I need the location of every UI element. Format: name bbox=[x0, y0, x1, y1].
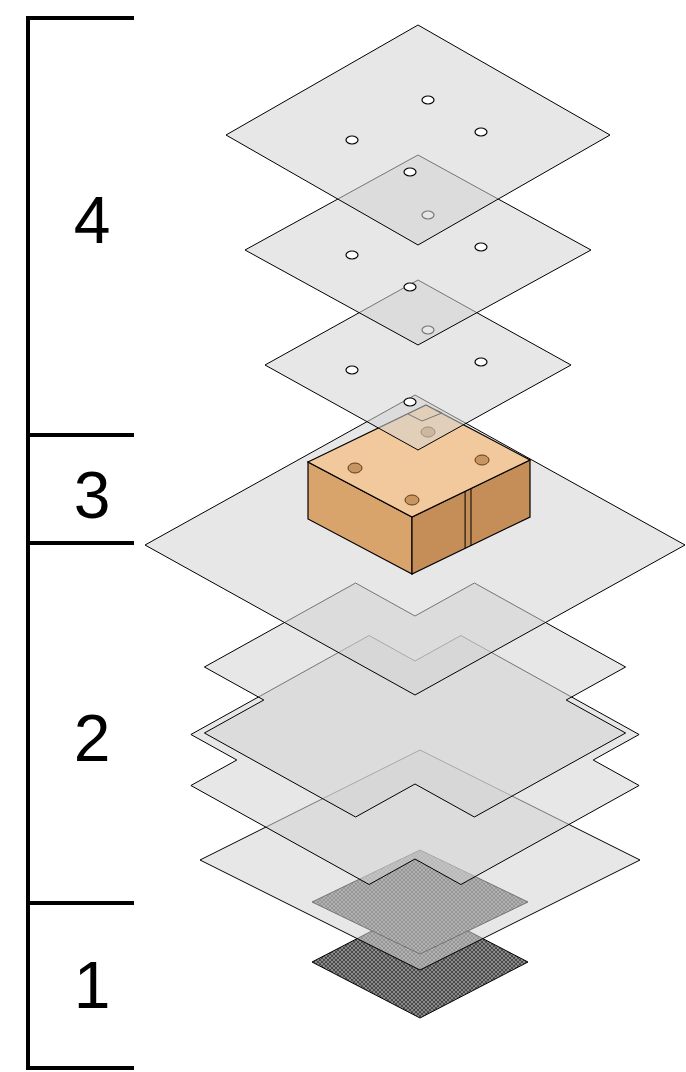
plate-hole bbox=[404, 283, 416, 291]
callout-number: 3 bbox=[74, 462, 111, 528]
callout-number: 1 bbox=[74, 952, 111, 1018]
plate-hole bbox=[346, 251, 358, 259]
callout-number: 2 bbox=[74, 705, 111, 771]
block-hole bbox=[405, 495, 419, 505]
plate-hole bbox=[422, 96, 434, 104]
block-slot bbox=[465, 489, 471, 549]
perforated-plate bbox=[226, 25, 610, 245]
plate-hole bbox=[346, 366, 358, 374]
callout-number: 4 bbox=[74, 187, 111, 253]
block-hole bbox=[475, 455, 489, 465]
plate-hole bbox=[475, 358, 487, 366]
plate-hole bbox=[404, 168, 416, 176]
group-bracket bbox=[28, 18, 134, 1068]
layer-shapes bbox=[145, 25, 685, 1018]
plate-hole bbox=[475, 128, 487, 136]
block-hole bbox=[348, 463, 362, 473]
plate-hole bbox=[346, 136, 358, 144]
plate-hole bbox=[475, 243, 487, 251]
plate-hole bbox=[404, 398, 416, 406]
